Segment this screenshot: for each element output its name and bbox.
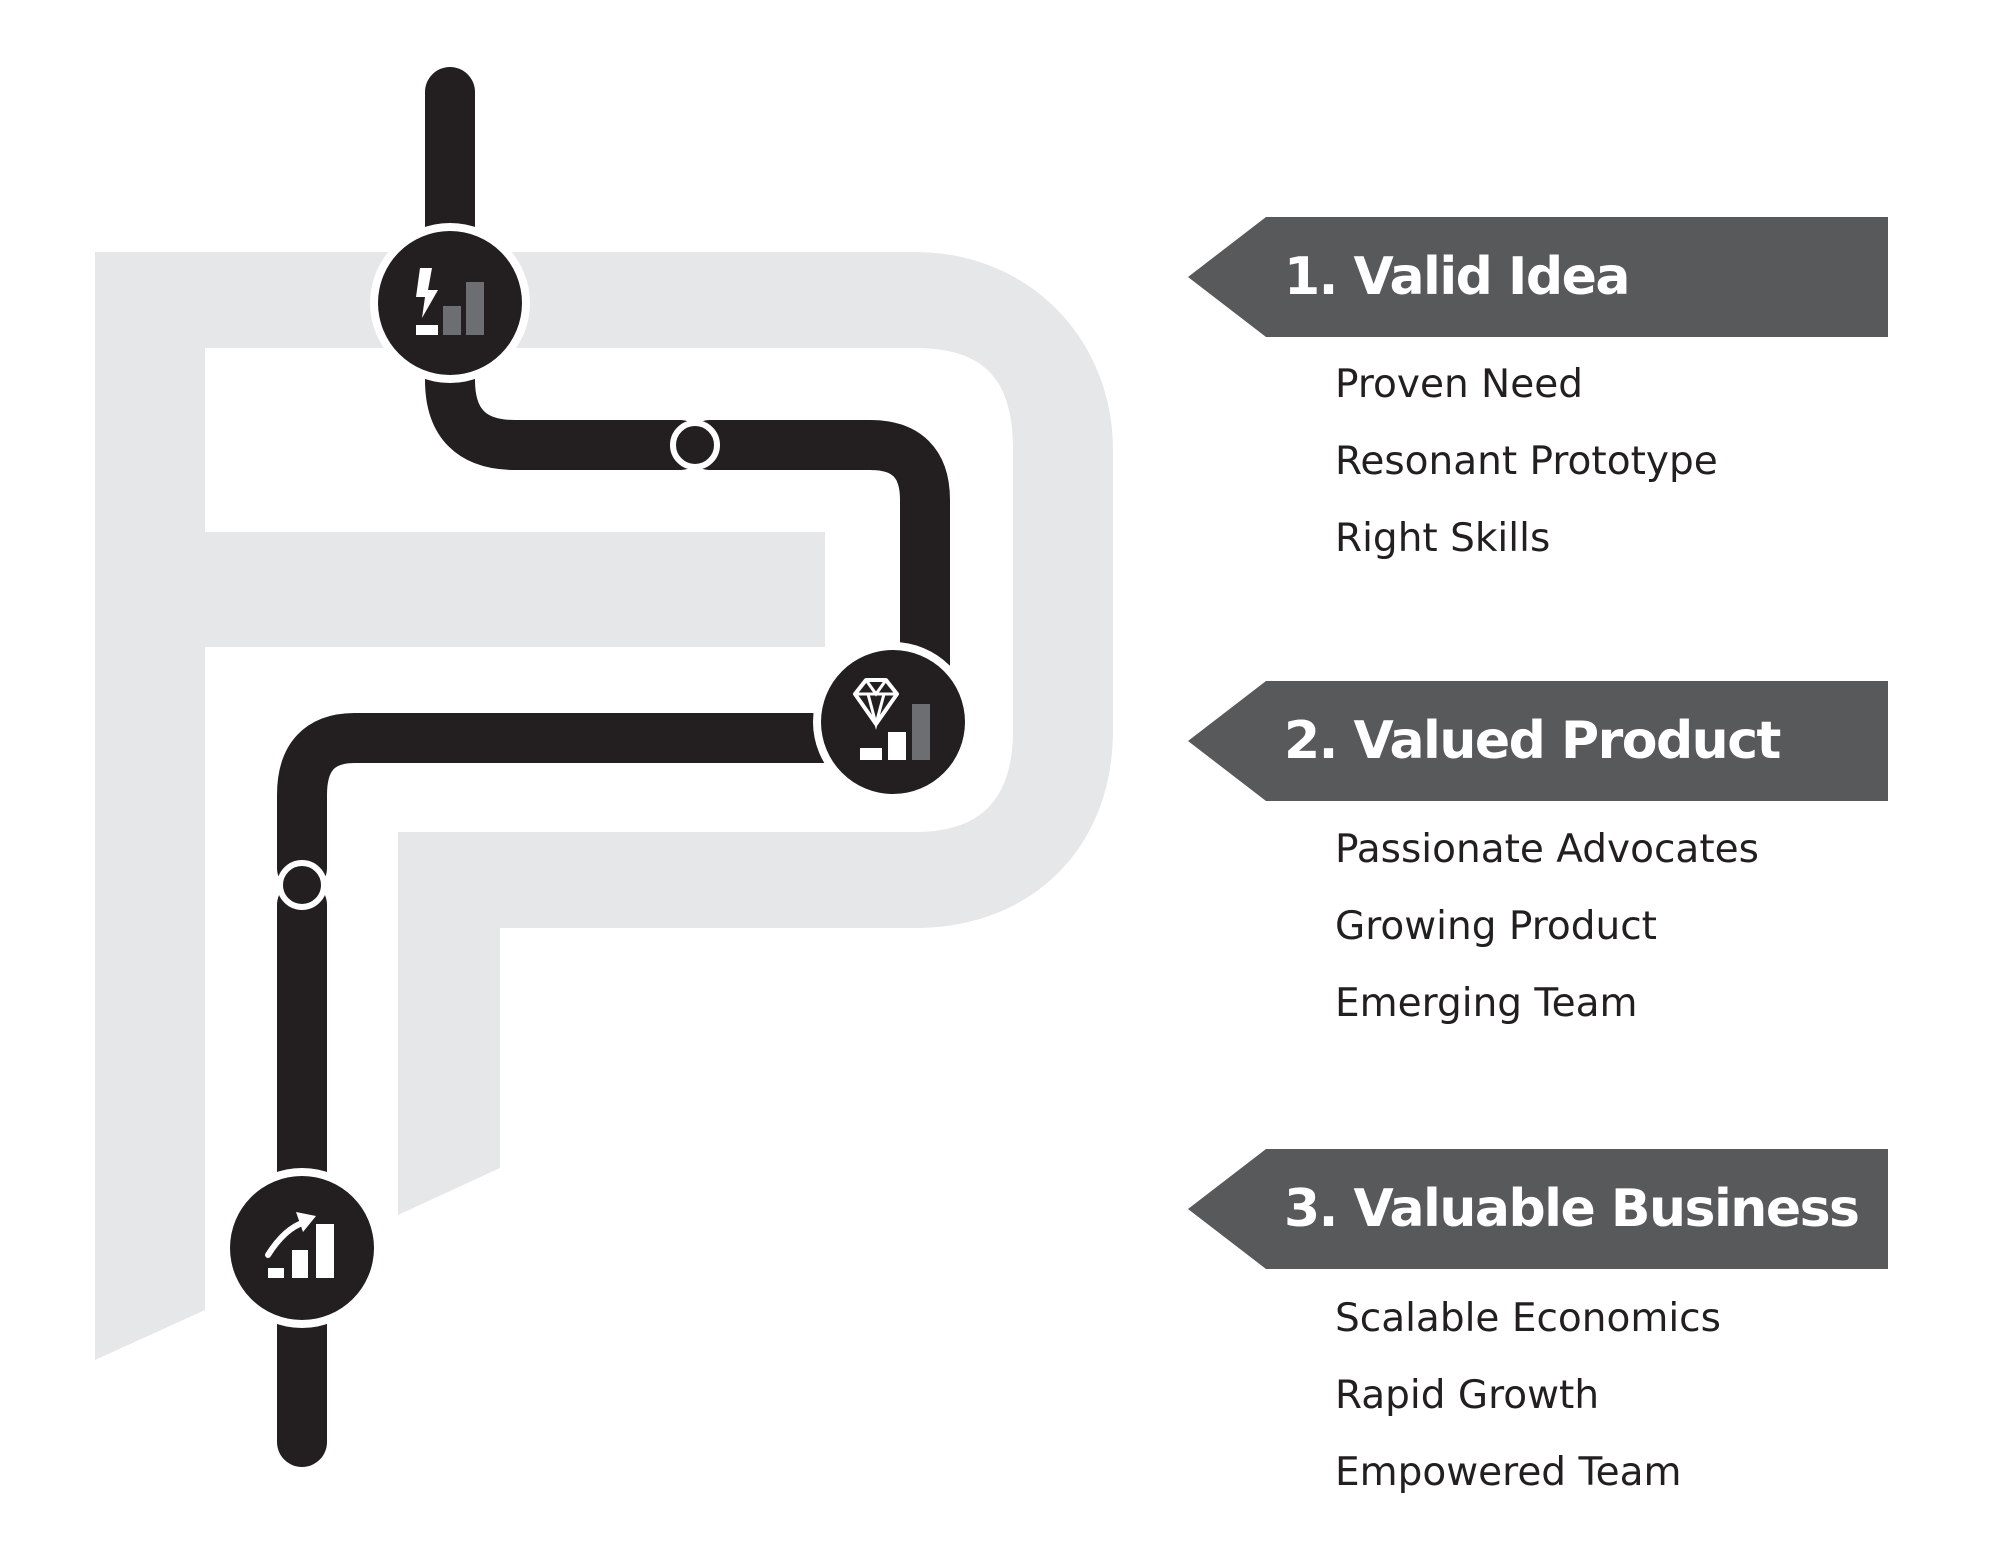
stage-3-item: Empowered Team — [1335, 1450, 1682, 1495]
stage-1-item: Resonant Prototype — [1335, 439, 1718, 484]
lightning-bars-icon — [416, 268, 484, 335]
road-joint-1 — [670, 420, 720, 470]
stage-3-items: Scalable Economics Rapid Growth Empowere… — [1335, 1280, 1721, 1511]
milestone-1-node — [370, 223, 530, 383]
diamond-bars-icon — [853, 678, 930, 760]
stage-2-title: 2. Valued Product — [1284, 711, 1781, 771]
p-logo-crossbar — [205, 532, 825, 647]
stage-3-banner: 3. Valuable Business — [1188, 1149, 1888, 1269]
stage-2-banner: 2. Valued Product — [1188, 681, 1888, 801]
stage-2-item: Emerging Team — [1335, 981, 1638, 1026]
stage-2-item: Growing Product — [1335, 904, 1657, 949]
road-segment-top — [425, 67, 705, 470]
milestone-2-node — [813, 642, 973, 802]
stage-1-banner: 1. Valid Idea — [1188, 217, 1888, 337]
p-logo-background — [95, 252, 1113, 1360]
road-segment-lower — [277, 713, 850, 893]
milestone-3-node — [222, 1168, 382, 1328]
stage-3-item: Rapid Growth — [1335, 1373, 1600, 1418]
stage-1-title: 1. Valid Idea — [1284, 247, 1630, 307]
p-logo-outer-shape — [95, 252, 1113, 1360]
stage-1-items: Proven Need Resonant Prototype Right Ski… — [1335, 346, 1718, 577]
road-joints — [277, 420, 720, 910]
stage-3-item: Scalable Economics — [1335, 1296, 1721, 1341]
road-segment-middle — [685, 420, 950, 690]
winding-road — [277, 67, 950, 1467]
road-joint-2 — [277, 860, 327, 910]
stage-3-title: 3. Valuable Business — [1284, 1179, 1860, 1239]
stage-1-item: Proven Need — [1335, 362, 1583, 407]
stage-1-item: Right Skills — [1335, 516, 1551, 561]
stage-2-item: Passionate Advocates — [1335, 827, 1759, 872]
stage-2-items: Passionate Advocates Growing Product Eme… — [1335, 811, 1759, 1042]
growth-arrow-bars-icon — [265, 1212, 334, 1278]
